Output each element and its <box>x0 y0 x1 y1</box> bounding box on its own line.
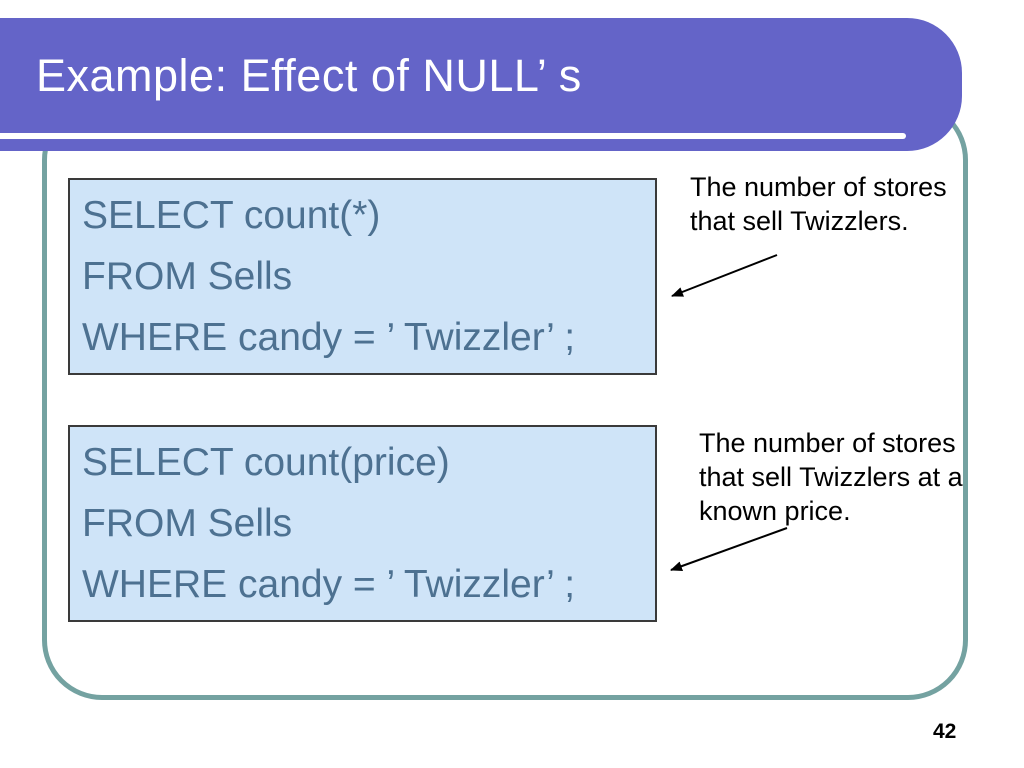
sql-code-box-count-star: SELECT count(*) FROM Sells WHERE candy =… <box>68 178 657 375</box>
slide-page-number: 42 <box>933 720 957 743</box>
title-underline <box>0 133 906 139</box>
annotation-line: that sell Twizzlers at a <box>699 462 963 492</box>
code-line: FROM Sells <box>82 502 293 545</box>
code-line: WHERE candy = ’ Twizzler’ ; <box>82 316 576 359</box>
annotation-line: The number of stores <box>690 172 947 202</box>
code-line: FROM Sells <box>82 255 293 298</box>
annotation-line: that sell Twizzlers. <box>690 206 909 236</box>
annotation-line: known price. <box>699 496 851 526</box>
annotation-count-star: The number of stores that sell Twizzlers… <box>690 170 947 238</box>
title-banner: Example: Effect of NULL’ s <box>0 18 962 151</box>
slide-title: Example: Effect of NULL’ s <box>36 50 582 101</box>
sql-code-box-count-price: SELECT count(price) FROM Sells WHERE can… <box>68 425 657 622</box>
code-line: SELECT count(price) <box>82 441 450 484</box>
annotation-count-price: The number of stores that sell Twizzlers… <box>699 426 963 528</box>
annotation-line: The number of stores <box>699 428 956 458</box>
code-line: SELECT count(*) <box>82 194 381 237</box>
code-line: WHERE candy = ’ Twizzler’ ; <box>82 563 576 606</box>
